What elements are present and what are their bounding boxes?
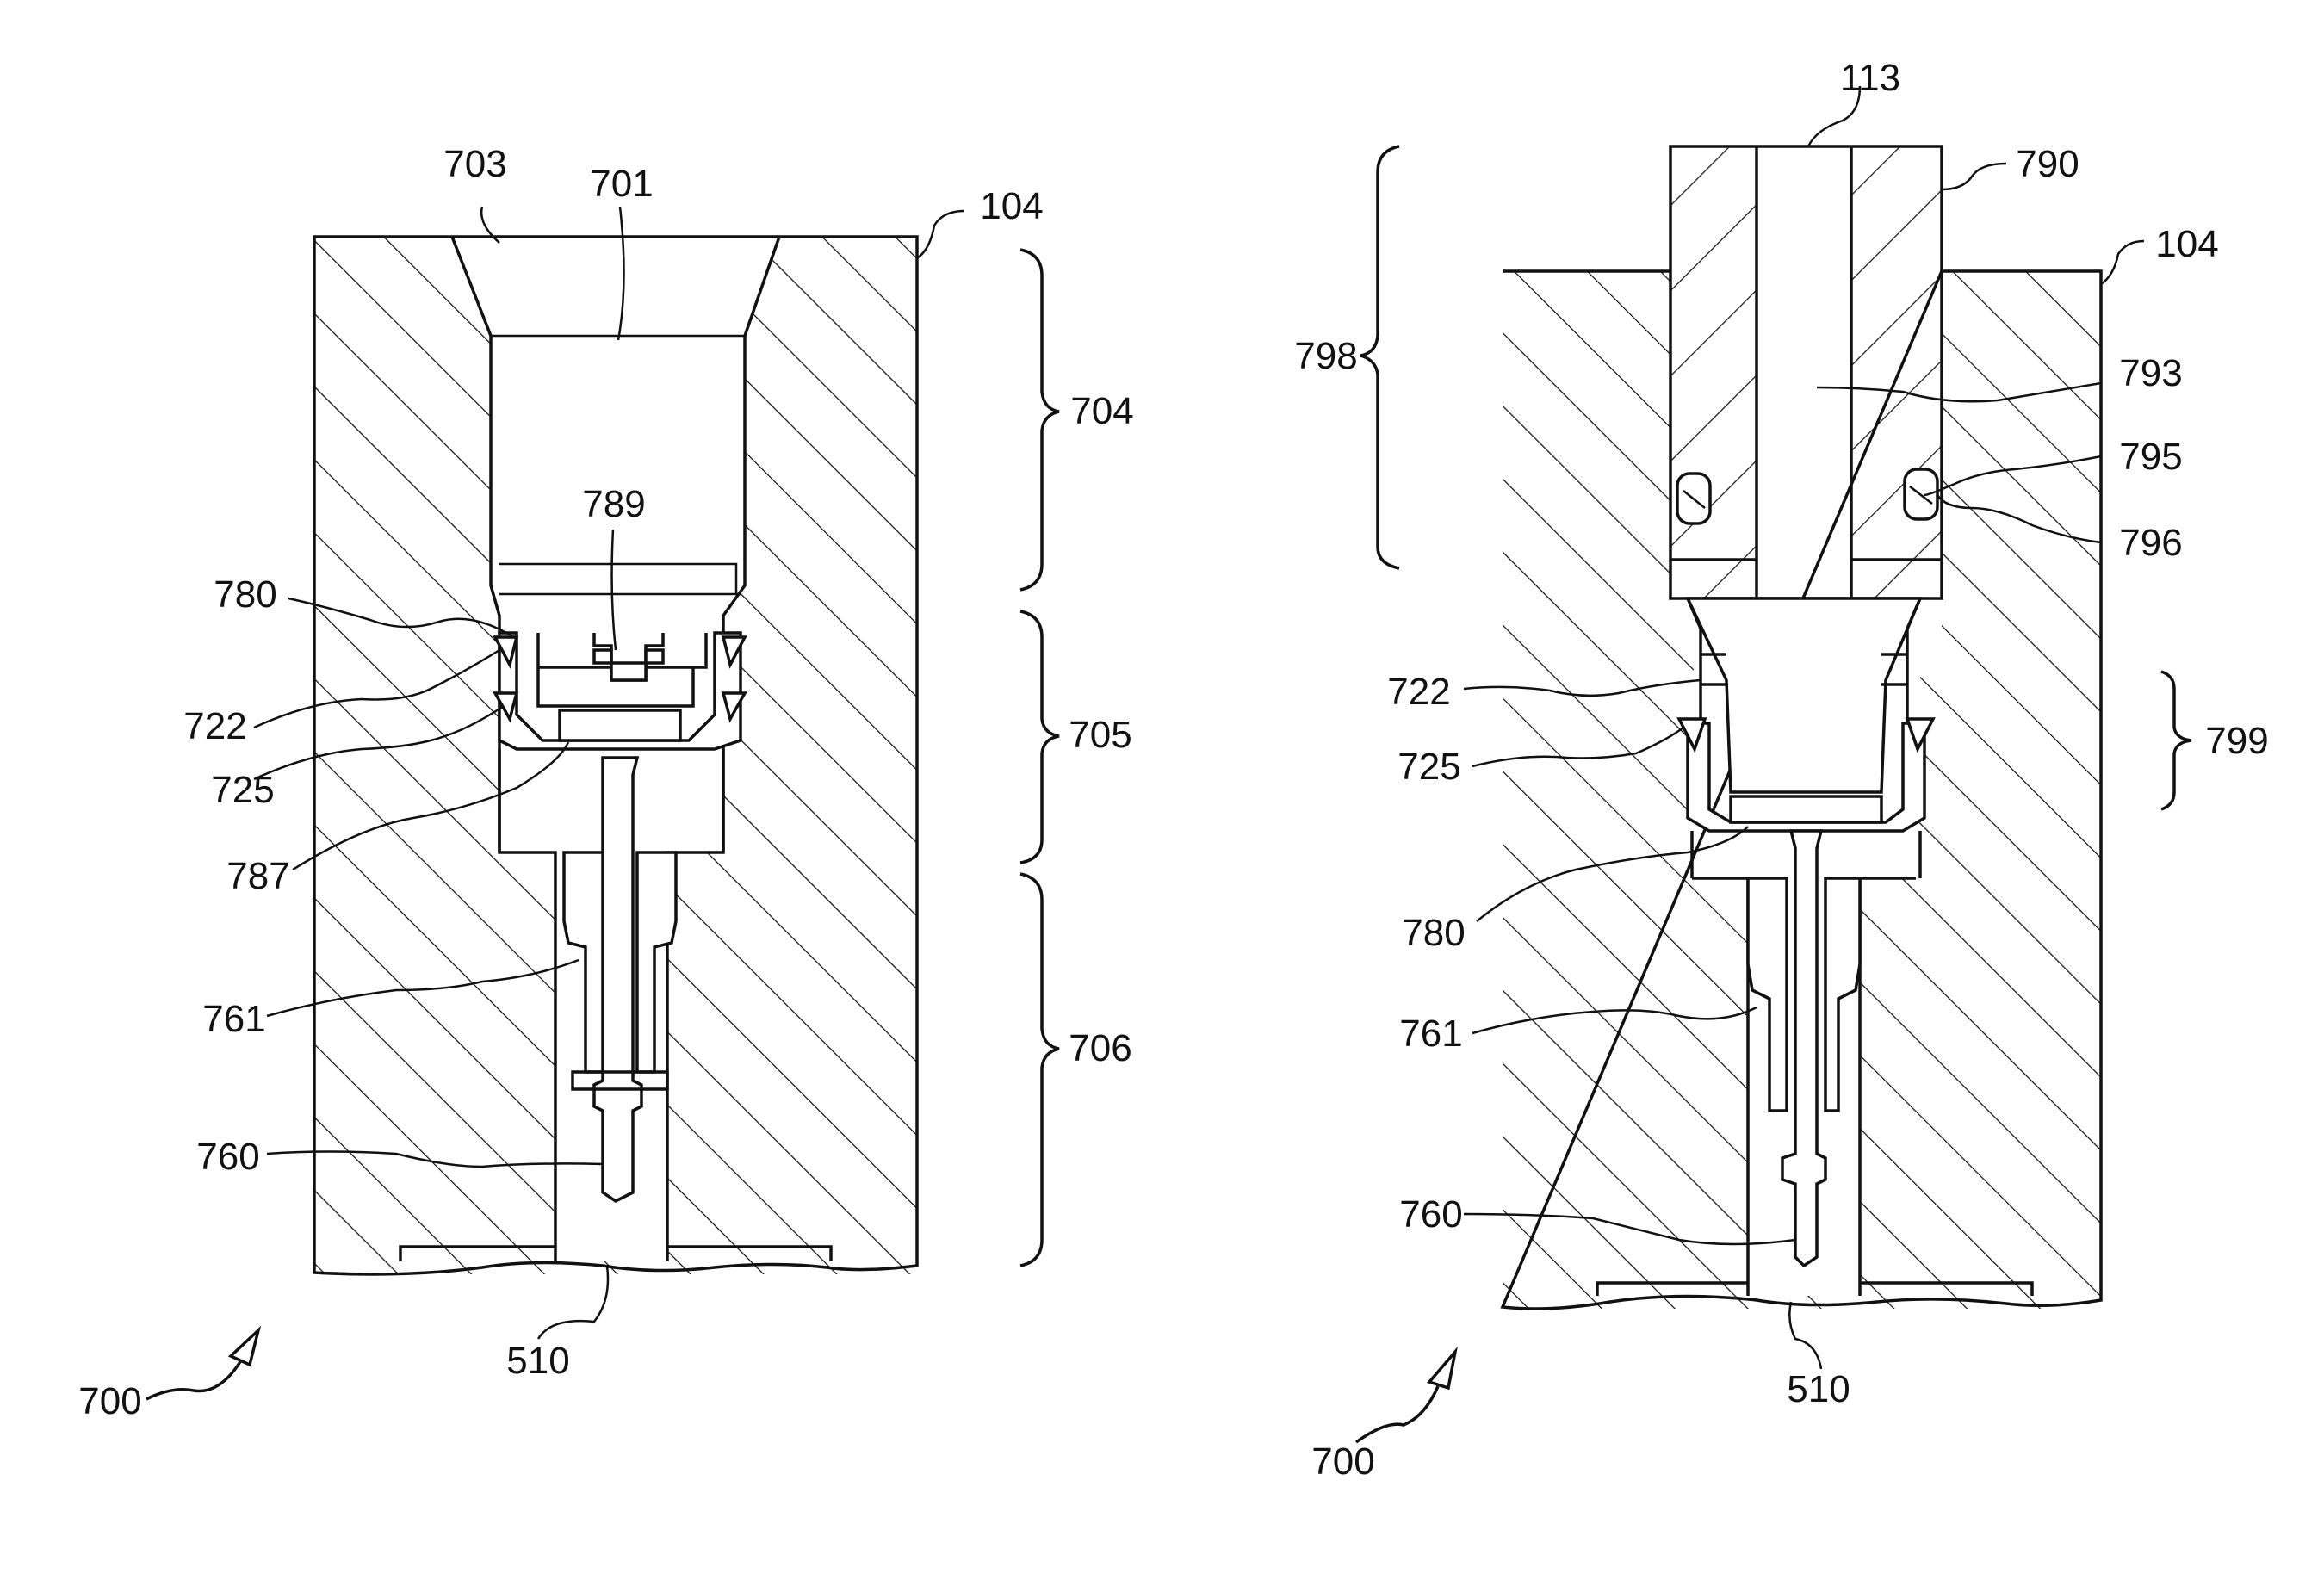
right-leader-790 [1942, 164, 2006, 189]
left-bracket-706 [1020, 874, 1059, 1266]
label-left-510: 510 [506, 1340, 569, 1382]
label-right-722: 722 [1387, 671, 1450, 713]
label-left-725: 725 [211, 769, 274, 811]
label-right-780: 780 [1402, 912, 1465, 954]
left-bracket-704 [1020, 250, 1059, 590]
label-right-793: 793 [2119, 352, 2182, 394]
left-plug-789 [594, 650, 663, 680]
label-left-787: 787 [226, 855, 289, 897]
label-left-703: 703 [443, 143, 506, 185]
left-leader-701 [618, 207, 624, 340]
label-right-795: 795 [2119, 436, 2182, 478]
label-left-705: 705 [1069, 714, 1131, 756]
left-view [146, 207, 1059, 1399]
label-right-798: 798 [1294, 335, 1357, 377]
right-leader-104 [2101, 241, 2144, 284]
label-right-799: 799 [2205, 720, 2268, 762]
left-bracket-705 [1020, 611, 1059, 863]
right-valve-stem-760 [1782, 831, 1825, 1266]
label-right-796: 796 [2119, 522, 2182, 564]
label-right-790: 790 [2016, 143, 2079, 185]
right-arrow-700 [1356, 1386, 1438, 1442]
label-left-780: 780 [214, 573, 276, 616]
left-arrowhead-700 [231, 1330, 258, 1365]
right-guide-761 [1748, 878, 1787, 1111]
label-left-700: 700 [78, 1380, 141, 1422]
left-disk-787 [560, 710, 680, 740]
right-leader-510 [1789, 1302, 1821, 1369]
label-right-760: 760 [1399, 1193, 1462, 1236]
label-right-700: 700 [1311, 1440, 1374, 1483]
right-cone-piston [1688, 598, 1920, 792]
left-leader-104 [917, 211, 964, 258]
label-left-104: 104 [980, 185, 1043, 227]
left-arrow-700 [146, 1360, 241, 1399]
right-view [1356, 86, 2191, 1442]
left-leader-510 [538, 1266, 608, 1339]
label-right-510: 510 [1787, 1368, 1850, 1410]
right-guide-761-right [1825, 878, 1860, 1111]
label-left-761: 761 [202, 998, 265, 1040]
right-bracket-798 [1360, 146, 1399, 568]
label-left-760: 760 [196, 1136, 259, 1178]
label-left-789: 789 [582, 483, 645, 525]
left-cavity-701 [491, 336, 745, 594]
label-right-725: 725 [1397, 746, 1460, 788]
left-leader-789 [612, 530, 616, 650]
right-bracket-799 [2161, 672, 2191, 809]
label-right-113: 113 [1840, 57, 1900, 99]
label-right-761: 761 [1399, 1013, 1462, 1055]
label-right-104: 104 [2155, 223, 2218, 265]
label-left-701: 701 [590, 163, 653, 205]
label-left-722: 722 [183, 705, 246, 747]
label-left-706: 706 [1069, 1027, 1131, 1069]
right-arrowhead-700 [1429, 1352, 1455, 1388]
right-plunger-790 [1670, 146, 1942, 598]
right-disk [1731, 796, 1881, 822]
label-left-704: 704 [1070, 390, 1133, 432]
